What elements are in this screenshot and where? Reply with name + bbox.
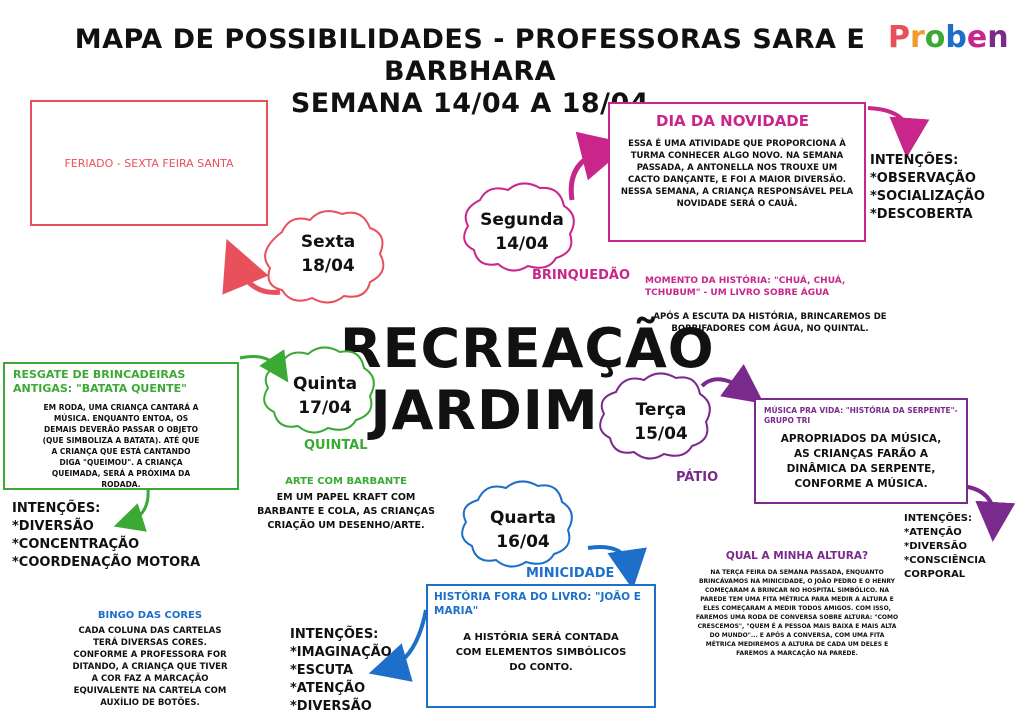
intencao-item: *ESCUTA	[290, 663, 354, 678]
day-quinta: Quinta 17/04	[280, 372, 370, 420]
resgate-title: RESGATE DE BRINCADEIRAS ANTIGAS: "BATATA…	[13, 368, 187, 395]
intencao-item: *ATENÇÃO	[904, 527, 962, 538]
day-segunda-date: 14/04	[495, 234, 549, 254]
day-segunda-name: Segunda	[480, 210, 564, 230]
historia-momento-title: MOMENTO DA HISTÓRIA: "CHUÁ, CHUÁ, TCHUBU…	[645, 276, 846, 298]
intencao-item: *ATENÇÃO	[290, 681, 366, 696]
altura: QUAL A MINHA ALTURA? NA TERÇA FEIRA DA S…	[694, 550, 900, 658]
place-quinta: QUINTAL	[304, 438, 368, 453]
arrow-segunda	[568, 131, 631, 201]
center-title-line-1: RECREAÇÃO	[340, 317, 715, 380]
day-quarta: Quarta 16/04	[478, 506, 568, 554]
center-title-line-2: JARDIM I	[370, 379, 640, 442]
historia-momento: MOMENTO DA HISTÓRIA: "CHUÁ, CHUÁ, TCHUBU…	[645, 275, 895, 335]
place-segunda: BRINQUEDÃO	[532, 268, 631, 283]
musica-body: APROPRIADOS DA MÚSICA, AS CRIANÇAS FARÃO…	[780, 433, 942, 490]
musica-intencoes: INTENÇÕES: *ATENÇÃO *DIVERSÃO *CONSCIÊNC…	[904, 512, 1024, 582]
feriado-box: FERIADO - SEXTA FEIRA SANTA	[30, 100, 268, 226]
musica-box: MÚSICA PRA VIDA: "HISTÓRIA DA SERPENTE"-…	[754, 398, 968, 504]
place-terca: PÁTIO	[676, 470, 719, 485]
arte: ARTE COM BARBANTE EM UM PAPEL KRAFT COM …	[256, 476, 436, 533]
day-terca-date: 15/04	[634, 424, 688, 444]
intencao-item: *COORDENAÇÃO MOTORA	[12, 555, 201, 570]
bingo-body: CADA COLUNA DAS CARTELAS TERÁ DIVERSAS C…	[72, 626, 228, 708]
conto-body: A HISTÓRIA SERÁ CONTADA COM ELEMENTOS SI…	[455, 632, 627, 673]
day-sexta-date: 18/04	[301, 256, 355, 276]
arte-body: EM UM PAPEL KRAFT COM BARBANTE E COLA, A…	[257, 492, 435, 531]
proben-logo: Proben	[888, 20, 1009, 55]
center-title: RECREAÇÃO JARDIM I	[340, 317, 715, 442]
title-line-2: SEMANA 14/04 A 18/04	[290, 88, 650, 119]
conto-title: HISTÓRIA FORA DO LIVRO: "JOÃO E MARIA"	[434, 591, 641, 617]
day-quarta-date: 16/04	[496, 532, 550, 552]
place-quarta: MINICIDADE	[526, 566, 615, 581]
novidade-box: DIA DA NOVIDADE ESSA É UMA ATIVIDADE QUE…	[608, 102, 866, 242]
day-quarta-name: Quarta	[489, 508, 556, 528]
page-title: MAPA DE POSSIBILIDADES - PROFESSORAS SAR…	[40, 24, 900, 120]
arrow-sexta	[222, 238, 281, 295]
intencao-item: *OBSERVAÇÃO	[870, 171, 976, 186]
day-terca: Terça 15/04	[616, 398, 706, 446]
historia-momento-body: APÓS A ESCUTA DA HISTÓRIA, BRINCAREMOS D…	[653, 312, 887, 334]
conto-intencoes-title: INTENÇÕES:	[290, 627, 379, 642]
altura-body: NA TERÇA FEIRA DA SEMANA PASSADA, ENQUAN…	[695, 569, 899, 657]
day-quinta-name: Quinta	[292, 374, 358, 394]
novidade-title: DIA DA NOVIDADE	[656, 112, 809, 130]
resgate-body: EM RODA, UMA CRIANÇA CANTARÁ A MÚSICA. E…	[42, 403, 200, 489]
intencao-item: *IMAGINAÇÃO	[290, 645, 392, 660]
day-sexta: Sexta 18/04	[283, 230, 373, 278]
day-quinta-date: 17/04	[298, 398, 352, 418]
resgate-box: RESGATE DE BRINCADEIRAS ANTIGAS: "BATATA…	[3, 362, 239, 490]
intencao-item: *DESCOBERTA	[870, 207, 973, 222]
intencao-item: *DIVERSÃO	[290, 699, 372, 714]
intencao-item: *DIVERSÃO	[12, 519, 94, 534]
conto-box: HISTÓRIA FORA DO LIVRO: "JOÃO E MARIA" A…	[426, 584, 656, 708]
intencao-item: *DIVERSÃO	[904, 541, 967, 552]
resgate-intencoes-title: INTENÇÕES:	[12, 501, 101, 516]
title-line-1: MAPA DE POSSIBILIDADES - PROFESSORAS SAR…	[74, 24, 866, 87]
feriado-text: FERIADO - SEXTA FEIRA SANTA	[64, 156, 234, 170]
altura-title: QUAL A MINHA ALTURA?	[725, 550, 869, 562]
novidade-body: ESSA É UMA ATIVIDADE QUE PROPORCIONA À T…	[620, 139, 854, 209]
day-terca-name: Terça	[635, 400, 687, 420]
resgate-intencoes: INTENÇÕES: *DIVERSÃO *CONCENTRAÇÃO *COOR…	[12, 500, 200, 572]
musica-title: MÚSICA PRA VIDA: "HISTÓRIA DA SERPENTE"-…	[764, 406, 958, 425]
arrow-terca	[700, 364, 765, 404]
arrow-quinta	[239, 349, 289, 383]
bingo-title: BINGO DAS CORES	[97, 610, 203, 621]
bingo: BINGO DAS CORES CADA COLUNA DAS CARTELAS…	[72, 610, 228, 709]
conto-intencoes: INTENÇÕES: *IMAGINAÇÃO *ESCUTA *ATENÇÃO …	[290, 626, 392, 716]
musica-intencoes-title: INTENÇÕES:	[904, 513, 972, 524]
intencao-item: *SOCIALIZAÇÃO	[870, 189, 985, 204]
intencao-item: *CONSCIÊNCIA CORPORAL	[904, 555, 986, 580]
novidade-intencoes: INTENÇÕES: *OBSERVAÇÃO *SOCIALIZAÇÃO *DE…	[870, 152, 985, 224]
intencao-item: *CONCENTRAÇÃO	[12, 537, 140, 552]
day-segunda: Segunda 14/04	[476, 208, 568, 256]
day-sexta-name: Sexta	[300, 232, 356, 252]
arte-title: ARTE COM BARBANTE	[285, 476, 407, 487]
arrow-conto	[368, 609, 428, 682]
novidade-intencoes-title: INTENÇÕES:	[870, 153, 959, 168]
